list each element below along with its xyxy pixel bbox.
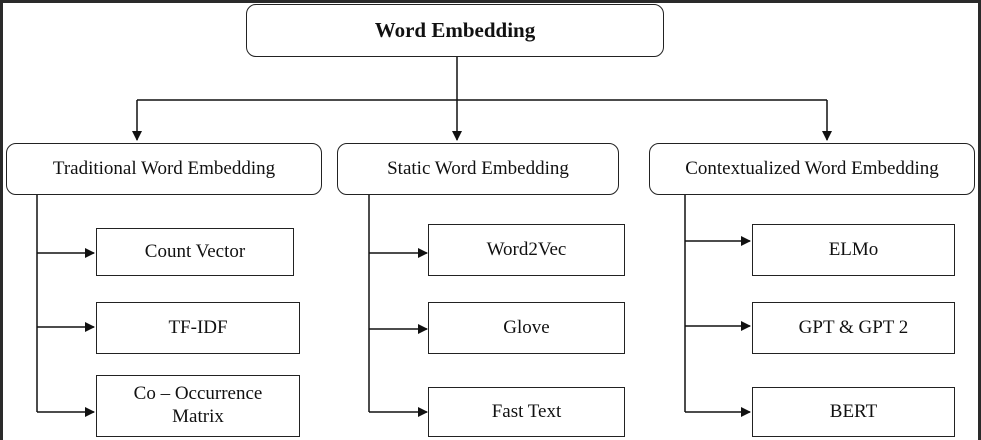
leaf-co-occurrence-label: Co – Occurrence Matrix <box>133 383 263 427</box>
frame-left-border <box>0 0 3 440</box>
leaf-gpt-gpt2: GPT & GPT 2 <box>752 302 955 354</box>
leaf-count-vector: Count Vector <box>96 228 294 276</box>
leaf-fast-text: Fast Text <box>428 387 625 437</box>
leaf-gpt-label: GPT & GPT 2 <box>798 316 909 338</box>
leaf-elmo: ELMo <box>752 224 955 276</box>
leaf-tf-idf-label: TF-IDF <box>168 316 228 338</box>
root-node-word-embedding: Word Embedding <box>246 4 664 57</box>
frame-top-border <box>0 0 981 3</box>
leaf-count-vector-label: Count Vector <box>144 240 246 262</box>
category-traditional-label: Traditional Word Embedding <box>52 157 276 179</box>
category-contextualized: Contextualized Word Embedding <box>649 143 975 195</box>
category-traditional: Traditional Word Embedding <box>6 143 322 195</box>
category-static-label: Static Word Embedding <box>387 157 569 179</box>
leaf-word2vec: Word2Vec <box>428 224 625 276</box>
category-static: Static Word Embedding <box>337 143 619 195</box>
leaf-co-occurrence-matrix: Co – Occurrence Matrix <box>96 375 300 437</box>
category-contextualized-label: Contextualized Word Embedding <box>685 157 939 179</box>
leaf-bert: BERT <box>752 387 955 437</box>
frame-right-border <box>978 0 981 440</box>
leaf-word2vec-label: Word2Vec <box>486 238 567 260</box>
leaf-bert-label: BERT <box>829 400 878 422</box>
leaf-glove-label: Glove <box>503 316 550 338</box>
leaf-elmo-label: ELMo <box>828 238 879 260</box>
root-label: Word Embedding <box>374 17 536 42</box>
leaf-fast-text-label: Fast Text <box>491 400 562 422</box>
leaf-tf-idf: TF-IDF <box>96 302 300 354</box>
leaf-glove: Glove <box>428 302 625 354</box>
